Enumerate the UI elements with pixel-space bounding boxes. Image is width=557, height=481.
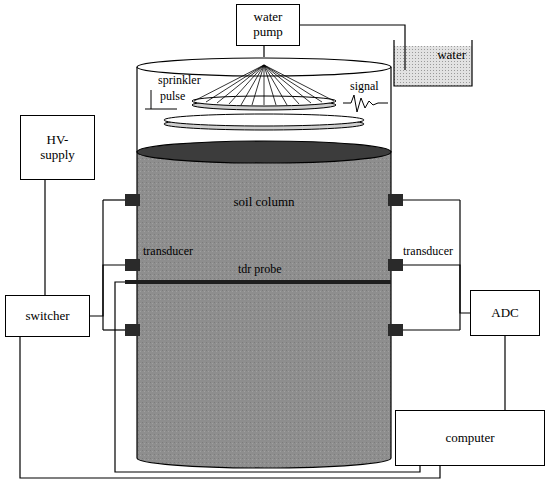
soil-body — [137, 152, 391, 468]
transducer-symbol — [125, 194, 403, 336]
intake-pipe — [404, 40, 405, 70]
node-text: computer — [445, 431, 494, 446]
wire-connector — [504, 336, 505, 410]
housing-wall — [136, 67, 137, 152]
wire-connector — [391, 265, 470, 313]
part-name: sprinkler — [158, 74, 201, 88]
node-text: ADC — [491, 306, 518, 321]
tdr-probe-bar — [125, 280, 391, 284]
switcher-box: switcher — [5, 295, 90, 337]
part-name: transducer — [403, 245, 453, 259]
wire-connector — [44, 180, 45, 295]
pump-box: water pump — [236, 4, 300, 46]
soil-top — [137, 141, 391, 163]
signal-name: pulse — [160, 90, 185, 104]
computer-box: computer — [395, 410, 545, 466]
water-fill — [394, 46, 472, 86]
adc-box: ADC — [470, 290, 540, 336]
sprinkler-disc — [164, 114, 364, 126]
node-text: HV-supply — [36, 133, 80, 163]
tank-outline — [394, 40, 472, 86]
water-tank-drawing — [394, 40, 472, 86]
wire-connector — [90, 265, 137, 316]
node-text: soil column — [233, 195, 294, 210]
node-text: switcher — [25, 309, 69, 324]
node-text: water pump — [246, 10, 290, 40]
part-name: tdr probe — [238, 263, 282, 277]
signal-name: signal — [350, 80, 379, 94]
water-tank: water — [394, 40, 472, 86]
supply-box: HV-supply — [20, 115, 95, 180]
part-name: transducer — [143, 245, 193, 259]
wire-connector — [263, 46, 264, 57]
signal-waveform — [343, 95, 388, 112]
sprinkler-fan — [194, 65, 334, 105]
housing-wall — [390, 67, 391, 152]
node-text: water — [437, 48, 466, 63]
wire-connector — [300, 25, 405, 40]
